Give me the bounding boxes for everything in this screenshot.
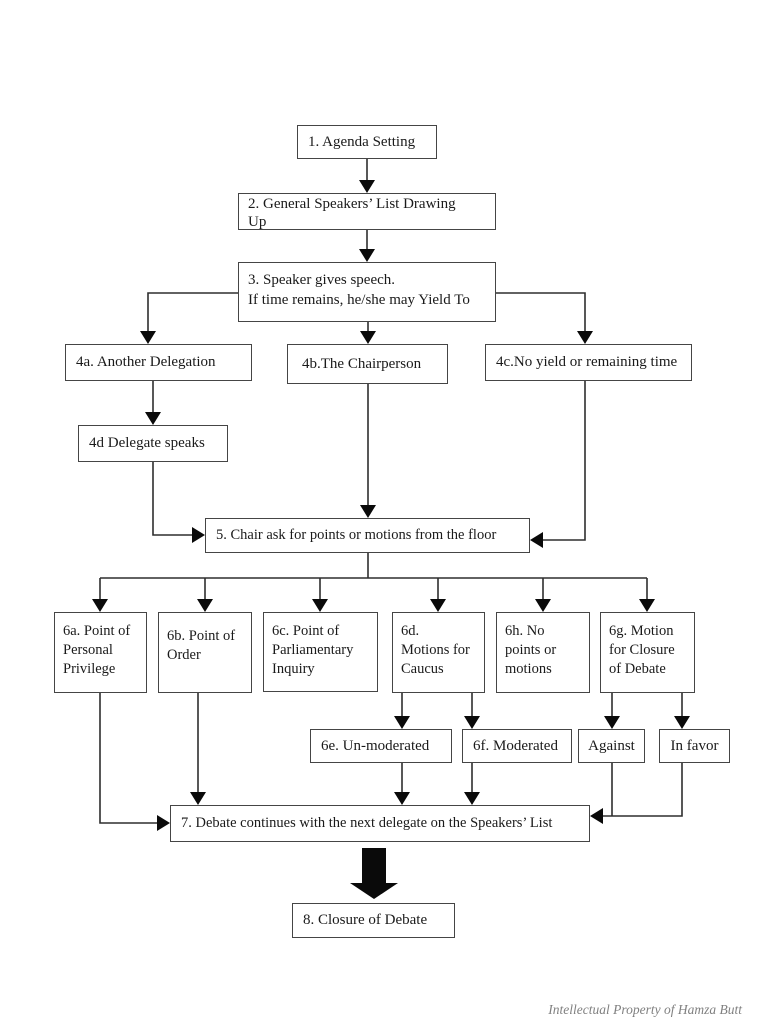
connector-5-distribution bbox=[92, 553, 655, 612]
node-against: Against bbox=[578, 729, 645, 763]
connector-4c-to-5 bbox=[530, 381, 586, 548]
node-another-delegation: 4a. Another Delegation bbox=[65, 344, 252, 381]
node-speaker-gives-speech: 3. Speaker gives speech. If time remains… bbox=[238, 262, 496, 322]
closure-block-arrow-icon bbox=[350, 848, 398, 899]
node-moderated-caucus: 6f. Moderated bbox=[462, 729, 572, 763]
connector-6g-to-infavor bbox=[674, 693, 690, 729]
connector-3-to-4c bbox=[496, 292, 593, 344]
node-agenda-setting: 1. Agenda Setting bbox=[297, 125, 437, 159]
connector-6d-to-6f bbox=[464, 693, 480, 729]
connector-6b-to-7 bbox=[190, 693, 206, 805]
connector-3-to-4a bbox=[140, 292, 238, 344]
node-point-personal-privilege: 6a. Point of Personal Privilege bbox=[54, 612, 147, 693]
node-no-points-or-motions: 6h. No points or motions bbox=[496, 612, 590, 693]
intellectual-property-credit: Intellectual Property of Hamza Butt bbox=[548, 1002, 742, 1017]
node-no-yield-remaining-time: 4c.No yield or remaining time bbox=[485, 344, 692, 381]
node-point-of-order: 6b. Point of Order bbox=[158, 612, 252, 693]
connector-2-to-3 bbox=[359, 230, 375, 262]
node-closure-of-debate: 8. Closure of Debate bbox=[292, 903, 455, 938]
node-point-parliamentary-inquiry: 6c. Point of Parliamentary Inquiry bbox=[263, 612, 378, 692]
connector-6e-to-7 bbox=[394, 763, 410, 805]
node-chair-asks-points-motions: 5. Chair ask for points or motions from … bbox=[205, 518, 530, 553]
connector-against-infavor-to-7 bbox=[590, 763, 683, 824]
node-motions-for-caucus: 6d. Motions for Caucus bbox=[392, 612, 485, 693]
node-motion-closure-of-debate: 6g. Motion for Closure of Debate bbox=[600, 612, 695, 693]
connector-6d-to-6e bbox=[394, 693, 410, 729]
connector-3-to-4b bbox=[360, 322, 376, 344]
node-unmoderated-caucus: 6e. Un-moderated bbox=[310, 729, 452, 763]
connector-4b-to-5 bbox=[360, 384, 376, 518]
node-the-chairperson: 4b.The Chairperson bbox=[287, 344, 448, 384]
connector-1-to-2 bbox=[359, 159, 375, 193]
connector-6a-to-7 bbox=[99, 693, 170, 831]
node-speakers-list-drawing-up: 2. General Speakers’ List Drawing Up bbox=[238, 193, 496, 230]
node-debate-continues: 7. Debate continues with the next delega… bbox=[170, 805, 590, 842]
connector-6g-to-against bbox=[604, 693, 620, 729]
node-in-favor: In favor bbox=[659, 729, 730, 763]
node-delegate-speaks: 4d Delegate speaks bbox=[78, 425, 228, 462]
connector-6f-to-7 bbox=[464, 763, 480, 805]
connector-4d-to-5 bbox=[152, 462, 205, 543]
connector-4a-to-4d bbox=[145, 381, 161, 425]
